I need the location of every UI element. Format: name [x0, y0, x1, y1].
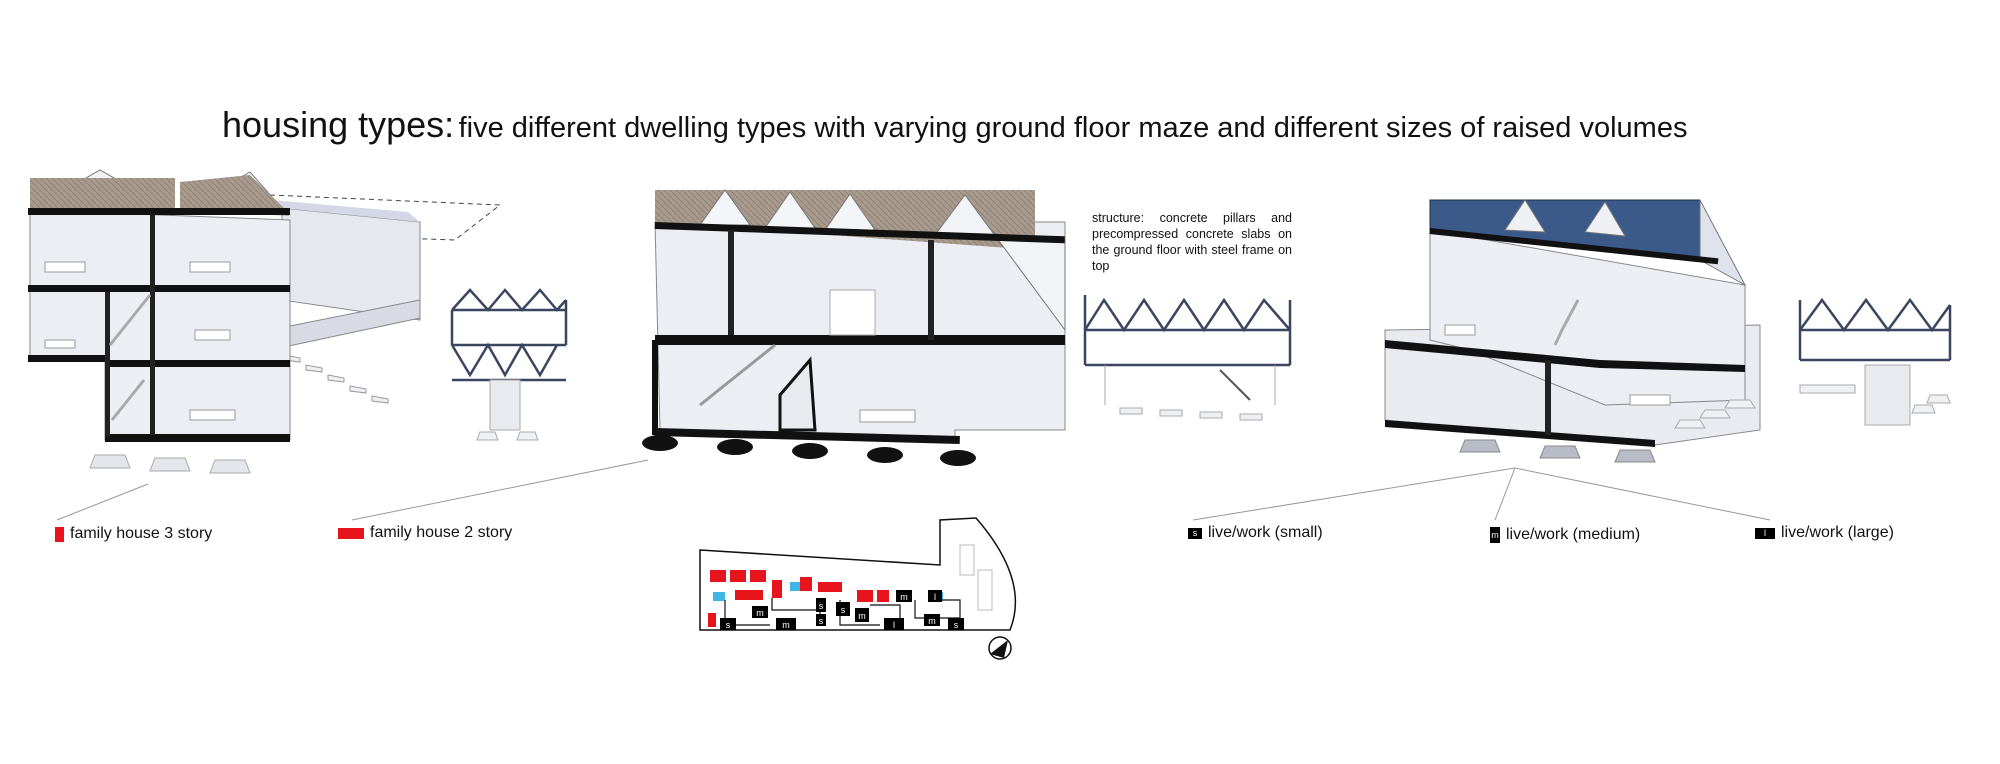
live-work-large-tag: l [1755, 527, 1775, 539]
site-tag: m [900, 592, 908, 602]
legend-family-house-3-story: family house 3 story [55, 525, 212, 543]
legend-label: family house 3 story [70, 525, 213, 542]
live-work-small-tag: s [1188, 527, 1202, 539]
legend-label: live/work (large) [1781, 524, 1894, 541]
site-tag: s [726, 620, 731, 630]
site-tag: l [934, 592, 936, 602]
site-plan-tags: s m m s s m l m s m l s [720, 590, 964, 630]
site-tag: m [928, 616, 936, 626]
family-house-swatch [55, 526, 64, 542]
live-work-medium-tag: m [1490, 527, 1500, 543]
site-tag: l [893, 620, 895, 630]
legend-label: live/work (medium) [1506, 526, 1641, 543]
title-rest: five different dwelling types with varyi… [458, 112, 1688, 144]
legend-label: live/work (small) [1208, 524, 1323, 541]
legend-label: family house 2 story [370, 524, 513, 541]
legend-live-work-medium: m live/work (medium) [1490, 526, 1640, 544]
north-arrow-icon [988, 636, 1012, 660]
steel-frame-model-1 [450, 288, 568, 431]
page-title: housing types: five different dwelling t… [222, 104, 1687, 146]
live-work-house-model [1384, 199, 1761, 463]
steel-frame-model-2 [1083, 295, 1292, 405]
site-tag: s [819, 601, 824, 611]
steel-frame-model-3 [1798, 297, 1952, 426]
family-house-3-story-model [28, 169, 502, 474]
site-tag: s [954, 620, 959, 630]
site-tag: s [841, 605, 846, 615]
family-house-2-story-model [642, 189, 1066, 466]
family-house-swatch [338, 527, 364, 539]
site-tag: m [756, 608, 764, 618]
site-tag: s [819, 616, 824, 626]
title-lead: housing types: [222, 104, 455, 145]
site-plan: s m m s s m l m s m l s [699, 517, 1017, 631]
family-house-blocks [708, 570, 889, 627]
legend-live-work-small: s live/work (small) [1188, 524, 1323, 542]
legend-family-house-2-story: family house 2 story [338, 524, 512, 542]
site-tag: m [858, 611, 866, 621]
structure-note: structure: concrete pillars and precompr… [1092, 211, 1292, 273]
legend-live-work-large: l live/work (large) [1755, 524, 1894, 542]
site-tag: m [782, 620, 790, 630]
